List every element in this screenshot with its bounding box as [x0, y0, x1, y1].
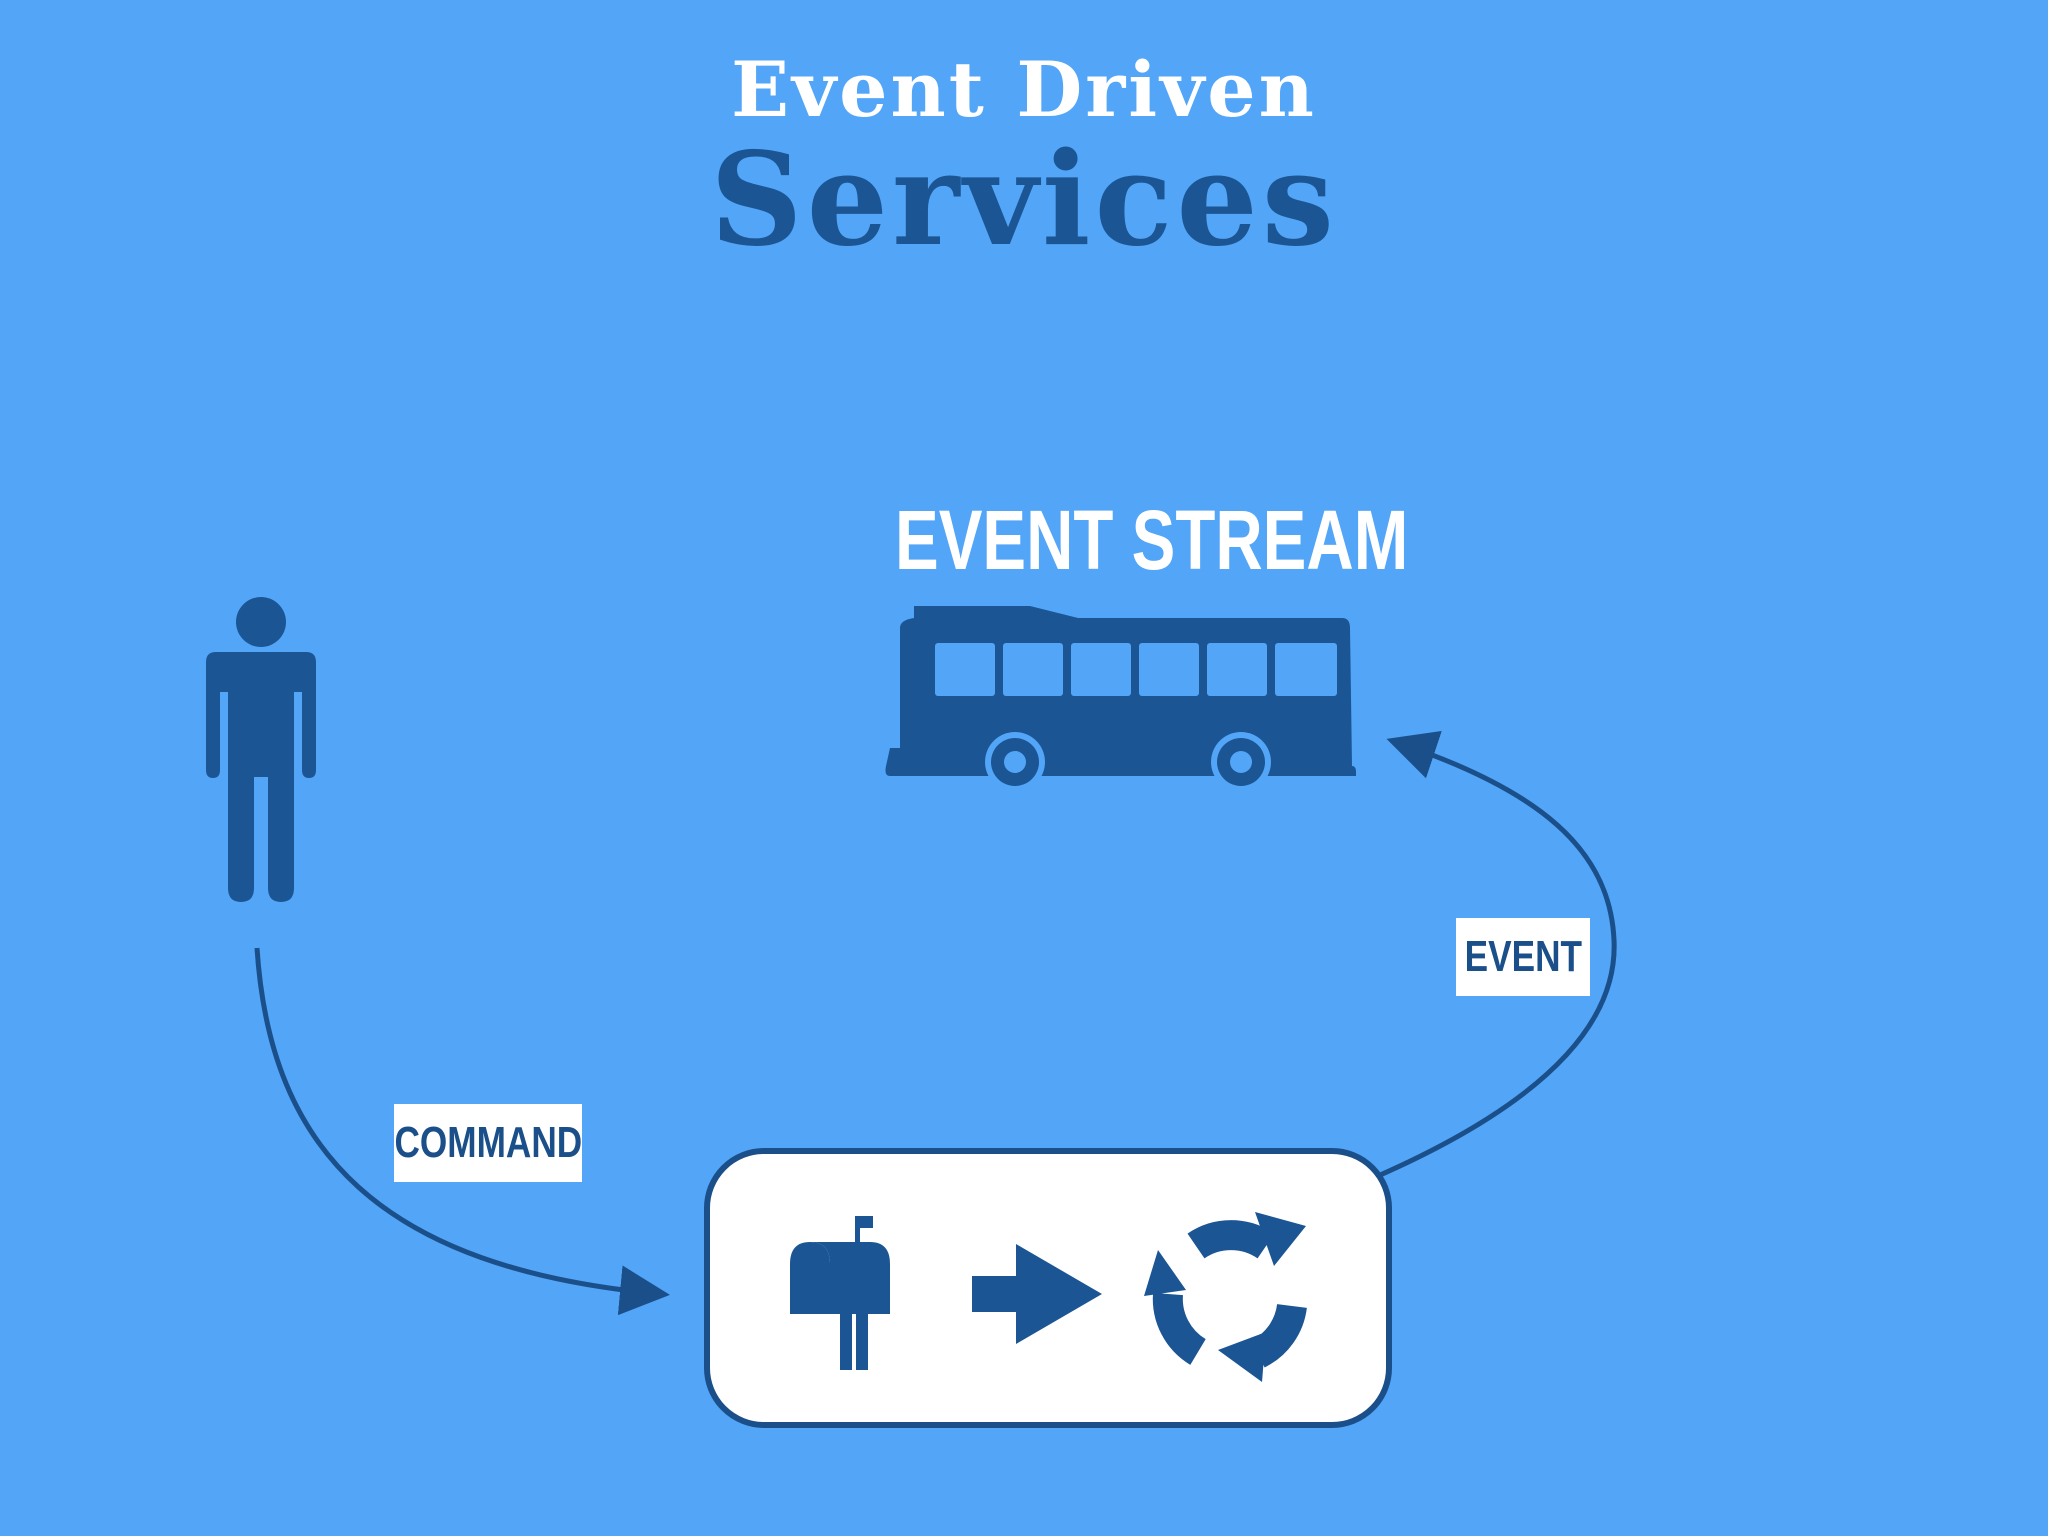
event-label-text: EVENT — [1464, 932, 1582, 981]
person-icon — [206, 597, 316, 902]
command-label: COMMAND — [394, 1104, 582, 1182]
command-arrow — [254, 947, 670, 1316]
event-label: EVENT — [1456, 918, 1590, 996]
title-line-2: Services — [710, 125, 1338, 275]
service-box — [704, 1148, 1392, 1428]
bus-icon — [885, 606, 1356, 792]
arrow-right-icon — [972, 1244, 1102, 1344]
title-line-1: Event Driven — [731, 45, 1317, 134]
event-arrow — [1376, 730, 1617, 1179]
command-label-text: COMMAND — [394, 1118, 582, 1167]
mailbox-icon — [790, 1216, 890, 1370]
service-icons — [790, 1212, 1307, 1382]
